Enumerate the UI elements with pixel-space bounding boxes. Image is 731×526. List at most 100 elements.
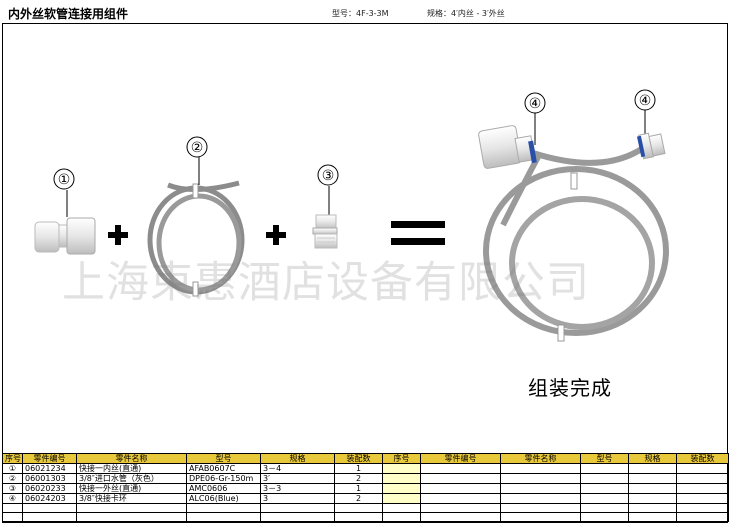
cell: ④ <box>2 493 23 504</box>
cell <box>580 512 629 522</box>
cell <box>628 512 677 522</box>
cell <box>260 512 335 522</box>
cell: 3－4 <box>260 463 335 474</box>
plus-sign-2 <box>266 225 286 245</box>
cell <box>676 463 729 474</box>
cell <box>2 512 23 522</box>
cell <box>676 473 729 484</box>
cell <box>580 493 629 504</box>
table-row: ① 06021234 快接一内丝(直通) AFAB0607C 3－4 1 <box>2 463 729 474</box>
cell <box>500 512 581 522</box>
col-header: 序号 <box>382 453 421 464</box>
cell: ② <box>2 473 23 484</box>
cell <box>420 463 501 474</box>
cell <box>382 503 421 513</box>
cell <box>628 483 677 494</box>
cell <box>382 493 421 504</box>
cell <box>382 512 421 522</box>
cell <box>500 473 581 484</box>
cell <box>628 503 677 513</box>
col-header: 零件编号 <box>420 453 501 464</box>
cell <box>676 512 729 522</box>
assembled-hose <box>478 89 669 342</box>
table-row: ② 06001303 3/8″进口水管（灰色） DPE06-Gr-150m 3′… <box>2 473 729 484</box>
callout-4a: ④ <box>529 96 542 112</box>
cell <box>22 512 77 522</box>
model-number: 型号：4F-3-3M <box>332 9 389 18</box>
title-bar: 内外丝软管连接用组件 型号：4F-3-3M 规格：4′内丝 - 3′外丝 <box>2 2 728 24</box>
cell: 3/8″进口水管（灰色） <box>76 473 187 484</box>
cell <box>382 463 421 474</box>
col-header: 装配数 <box>676 453 729 464</box>
bom-header-row: 序号 零件编号 零件名称 型号 规格 装配数 序号 零件编号 零件名称 型号 规… <box>2 453 729 464</box>
cell: 3′ <box>260 473 335 484</box>
col-header: 序号 <box>2 453 23 464</box>
cell <box>382 483 421 494</box>
cell <box>76 512 187 522</box>
cell: 2 <box>334 473 383 484</box>
cell: ALC06(Blue) <box>186 493 261 504</box>
table-row: ③ 06020233 快接一外丝(直通) AMC0606 3－3 1 <box>2 483 729 494</box>
col-header: 型号 <box>580 453 629 464</box>
cell: 2 <box>334 493 383 504</box>
cell: 3/8″快接卡环 <box>76 493 187 504</box>
cell: ③ <box>2 483 23 494</box>
cell: AMC0606 <box>186 483 261 494</box>
cell <box>334 512 383 522</box>
cell <box>676 493 729 504</box>
cell <box>580 483 629 494</box>
cell <box>500 493 581 504</box>
cell: 06024203 <box>22 493 77 504</box>
cell <box>500 503 581 513</box>
col-header: 零件名称 <box>76 453 187 464</box>
cell <box>2 503 23 513</box>
cell <box>186 503 261 513</box>
cell: 06001303 <box>22 473 77 484</box>
cell: 快接一内丝(直通) <box>76 463 187 474</box>
table-row: ④ 06024203 3/8″快接卡环 ALC06(Blue) 3 2 <box>2 493 729 504</box>
cell: 06020233 <box>22 483 77 494</box>
cell <box>500 483 581 494</box>
cell <box>676 483 729 494</box>
cell: 06021234 <box>22 463 77 474</box>
table-row <box>2 503 729 513</box>
cell <box>420 493 501 504</box>
part-1-female-fitting <box>34 168 96 255</box>
cell <box>382 473 421 484</box>
cell: ① <box>2 463 23 474</box>
callout-4b: ④ <box>639 93 652 109</box>
specification: 规格：4′内丝 - 3′外丝 <box>427 9 505 18</box>
cell: DPE06-Gr-150m <box>186 473 261 484</box>
cell <box>22 503 77 513</box>
cell <box>628 473 677 484</box>
cell <box>76 503 187 513</box>
cell: 1 <box>334 483 383 494</box>
cell <box>628 463 677 474</box>
assembly-illustration: ① ② ③ ④ ④ <box>34 89 669 342</box>
table-row <box>2 512 729 522</box>
cell <box>334 503 383 513</box>
callout-3: ③ <box>322 168 335 184</box>
callout-2: ② <box>191 140 204 156</box>
cell: 3－3 <box>260 483 335 494</box>
cell <box>260 503 335 513</box>
cell <box>628 493 677 504</box>
cell <box>420 483 501 494</box>
cell <box>420 503 501 513</box>
cell: 1 <box>334 463 383 474</box>
assembly-caption: 组装完成 <box>528 376 612 400</box>
plus-sign-1 <box>108 225 128 245</box>
cell <box>580 473 629 484</box>
cell: 快接一外丝(直通) <box>76 483 187 494</box>
equals-sign <box>391 221 445 245</box>
cell <box>186 512 261 522</box>
col-header: 型号 <box>186 453 261 464</box>
col-header: 规格 <box>260 453 335 464</box>
cell <box>580 503 629 513</box>
cell: 3 <box>260 493 335 504</box>
cell <box>676 503 729 513</box>
page-title: 内外丝软管连接用组件 <box>8 7 129 21</box>
cell <box>580 463 629 474</box>
cell <box>420 473 501 484</box>
col-header: 零件编号 <box>22 453 77 464</box>
